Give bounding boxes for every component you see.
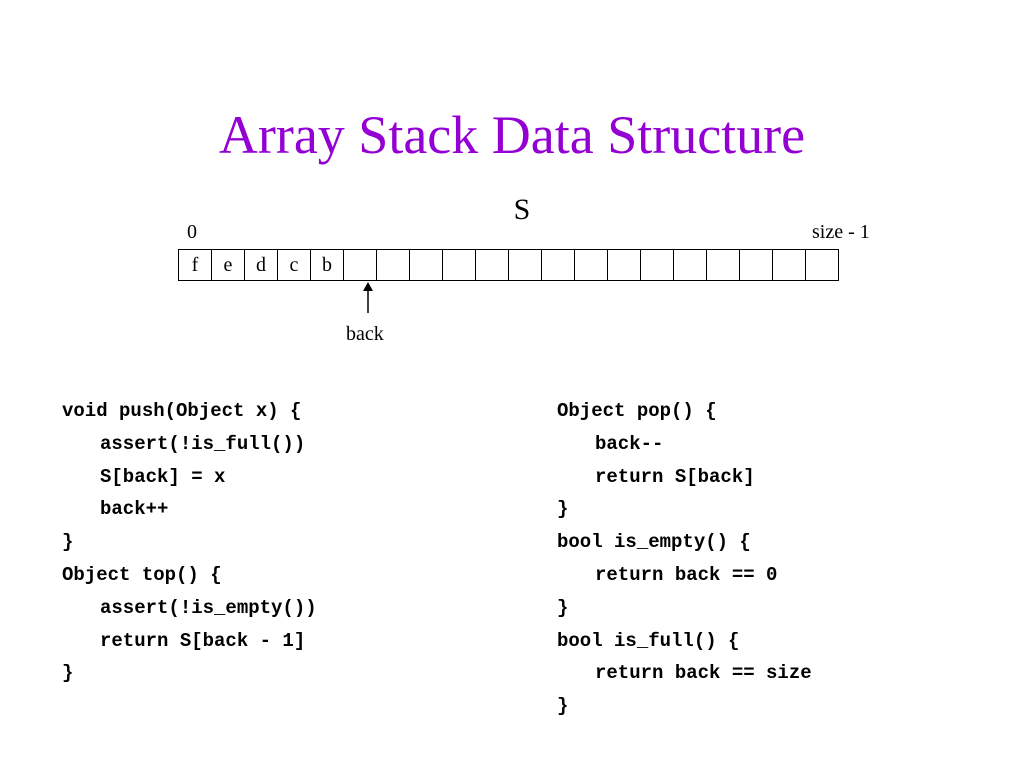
- code-line: assert(!is_empty()): [100, 596, 317, 619]
- array-cell: b: [311, 249, 344, 281]
- code-line: return S[back - 1]: [100, 629, 306, 652]
- code-line: bool is_empty() {: [557, 531, 751, 554]
- array-cell: [476, 249, 509, 281]
- code-line: bool is_full() {: [557, 629, 740, 652]
- code-line: back--: [595, 432, 664, 455]
- code-line: Object pop() {: [557, 400, 717, 422]
- array-cell: f: [179, 249, 212, 281]
- back-pointer-label: back: [346, 323, 384, 345]
- code-line: S[back] = x: [100, 465, 226, 488]
- code-line: }: [557, 596, 569, 619]
- array-cell: [674, 249, 707, 281]
- array-cell: [410, 249, 443, 281]
- array-cell: [344, 249, 377, 281]
- code-line: void push(Object x) {: [62, 400, 302, 422]
- array-cell: [443, 249, 476, 281]
- code-block-push-top: void push(Object x) { assert(!is_full()) S…: [62, 395, 317, 690]
- array-cell: [806, 249, 839, 281]
- code-line: return back == size: [595, 662, 812, 685]
- array-cell: [542, 249, 575, 281]
- code-line: }: [62, 662, 74, 685]
- code-line: return back == 0: [595, 563, 778, 586]
- array-cell: [608, 249, 641, 281]
- index-end-label: size - 1: [812, 221, 870, 243]
- code-line: back++: [100, 498, 169, 521]
- array-cell: c: [278, 249, 311, 281]
- index-start-label: 0: [187, 221, 197, 243]
- code-line: Object top() {: [62, 563, 222, 586]
- back-pointer-arrow-icon: [363, 282, 373, 313]
- array-cell: [377, 249, 410, 281]
- code-line: return S[back]: [595, 465, 755, 488]
- slide-title: Array Stack Data Structure: [218, 105, 806, 165]
- array-cell: [575, 249, 608, 281]
- array-name-label: S: [513, 193, 531, 226]
- code-line: }: [557, 498, 569, 521]
- array-cell: [740, 249, 773, 281]
- array-cell: [509, 249, 542, 281]
- array-cell: [641, 249, 674, 281]
- array-cell: [707, 249, 740, 281]
- code-block-pop-empty-full: Object pop() { back-- return S[back]} bool …: [557, 395, 812, 723]
- code-line: assert(!is_full()): [100, 432, 306, 455]
- code-line: }: [62, 531, 74, 554]
- code-line: }: [557, 695, 569, 718]
- array-cell: d: [245, 249, 278, 281]
- array-cell: e: [212, 249, 245, 281]
- array-cell: [773, 249, 806, 281]
